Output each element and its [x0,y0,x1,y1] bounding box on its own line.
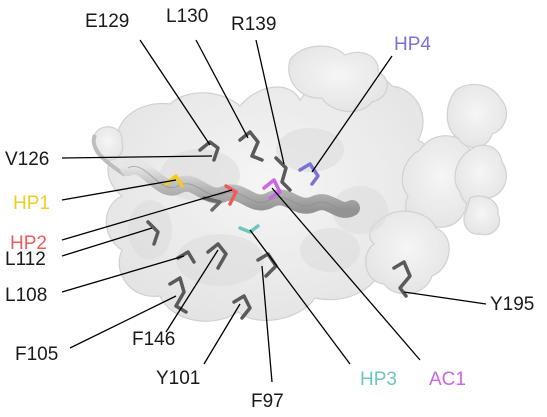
label-F97: F97 [251,391,284,412]
leader-F97 [261,265,273,383]
label-L130: L130 [166,6,208,27]
residue-L108-sticks [176,250,196,264]
residue-HP3-sticks [238,224,260,234]
label-HP3: HP3 [360,369,397,390]
leader-F105 [69,295,177,349]
label-HP4: HP4 [394,34,431,55]
leader-HP2 [61,189,233,241]
residue-labels: E129 L130 R139 HP4 V126 HP1 HP2 L112 L10… [5,6,534,412]
label-F146: F146 [132,329,175,350]
residue-AC1-sticks [262,178,282,200]
residue-F146-sticks [206,242,228,270]
residue-F105-sticks [168,276,188,314]
label-F105: F105 [15,344,58,365]
residue-Y101-sticks [232,294,252,320]
residue-Y195-sticks [392,260,412,298]
leader-Y101 [203,303,241,365]
leader-R139 [255,39,285,165]
leader-HP4 [311,55,393,173]
leader-L112 [61,227,153,257]
label-HP2: HP2 [10,233,47,254]
leader-HP1 [61,179,177,201]
label-V126: V126 [5,149,49,170]
label-Y195: Y195 [490,294,534,315]
label-R139: R139 [231,14,276,35]
residue-E129-sticks [198,140,220,162]
label-Y101: Y101 [156,368,200,389]
label-AC1: AC1 [429,369,466,390]
leader-lines [61,39,487,383]
leader-V126 [61,155,213,159]
label-L108: L108 [5,285,47,306]
label-E129: E129 [85,11,129,32]
label-HP1: HP1 [13,193,50,214]
leader-AC1 [271,187,421,361]
leader-HP3 [249,229,351,365]
label-L112: L112 [5,249,46,270]
leader-Y195 [403,291,487,305]
leader-E129 [139,39,211,146]
leader-F146 [165,249,219,333]
residue-L112-sticks [146,220,160,246]
residue-R139-sticks [274,156,292,192]
residue-extra-sticks [202,196,222,212]
residue-HP2-sticks [224,184,238,206]
leader-L108 [61,255,185,293]
leader-L130 [195,39,249,139]
